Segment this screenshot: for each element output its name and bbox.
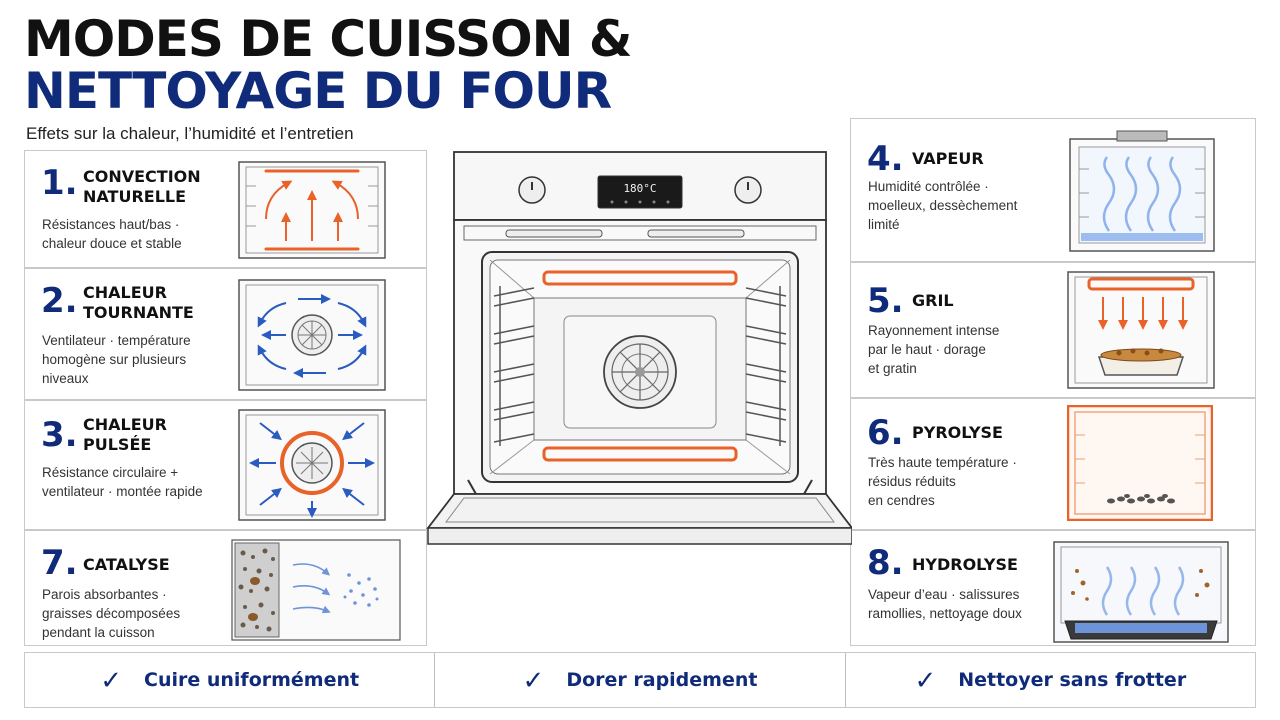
mode-name: GRIL: [912, 291, 954, 310]
oven-illustration: 180°C: [426, 151, 852, 545]
top-bottom-heat-icon: [238, 161, 386, 259]
check-icon: ✓: [100, 664, 123, 695]
mode-name: PYROLYSE: [912, 423, 1003, 442]
mode-name: CONVECTION NATURELLE: [83, 167, 201, 206]
grill-icon: [1067, 271, 1215, 389]
mode-name: HYDROLYSE: [912, 555, 1018, 574]
mode-card-hydrolyse: 8. HYDROLYSE Vapeur d’eau · salissures r…: [850, 530, 1256, 646]
mode-description: Ventilateur · température homogène sur p…: [42, 333, 191, 386]
pyrolysis-icon: [1067, 405, 1213, 521]
benefit-item: ✓ Nettoyer sans frotter: [844, 653, 1255, 707]
page-title-line1: MODES DE CUISSON &: [24, 10, 632, 68]
mode-card-pyrolyse: 6. PYROLYSE Très haute température · rés…: [850, 398, 1256, 530]
benefit-item: ✓ Dorer rapidement: [434, 653, 844, 707]
ring-fan-icon: [238, 409, 386, 521]
mode-name: CHALEUR PULSÉE: [83, 415, 167, 454]
mode-card-chaleur-pulsee: 3. CHALEUR PULSÉE Résistance circulaire …: [24, 400, 427, 530]
steam-icon: [1069, 130, 1215, 252]
mode-description: Résistance circulaire + ventilateur · mo…: [42, 465, 203, 499]
catalysis-icon: [231, 539, 401, 641]
mode-number: 4.: [867, 139, 904, 179]
mode-description: Parois absorbantes · graisses décomposée…: [42, 587, 181, 640]
left-knob-icon: [518, 176, 546, 204]
mode-card-chaleur-tournante: 2. CHALEUR TOURNANTE Ventilateur · tempé…: [24, 268, 427, 400]
mode-number: 8.: [867, 543, 904, 583]
fan-icon: [238, 279, 386, 391]
mode-description: Vapeur d’eau · salissures ramollies, net…: [868, 587, 1022, 621]
benefit-item: ✓ Cuire uniformément: [25, 653, 434, 707]
page-title-line2: NETTOYAGE DU FOUR: [24, 62, 612, 120]
oven-fan-icon: [603, 335, 677, 409]
right-knob-icon: [734, 176, 762, 204]
mode-description: Humidité contrôlée · moelleux, dessèchem…: [868, 179, 1018, 232]
mode-number: 7.: [41, 543, 78, 583]
mode-name: VAPEUR: [912, 149, 984, 168]
hydrolysis-icon: [1053, 541, 1229, 643]
oven-display-temperature: 180°C: [623, 182, 656, 195]
mode-number: 1.: [41, 163, 78, 203]
check-icon: ✓: [914, 664, 937, 695]
mode-name: CATALYSE: [83, 555, 170, 574]
mode-number: 6.: [867, 413, 904, 453]
mode-number: 2.: [41, 281, 78, 321]
mode-name: CHALEUR TOURNANTE: [83, 283, 194, 322]
mode-card-vapeur: 4. VAPEUR Humidité contrôlée · moelleux,…: [850, 118, 1256, 262]
benefits-bar: ✓ Cuire uniformément ✓ Dorer rapidement …: [24, 652, 1256, 708]
mode-card-catalyse: 7. CATALYSE Parois absorbantes · graisse…: [24, 530, 427, 646]
mode-description: Très haute température · résidus réduits…: [868, 455, 1017, 508]
benefit-label: Nettoyer sans frotter: [958, 669, 1187, 691]
mode-number: 5.: [867, 281, 904, 321]
page-subtitle: Effets sur la chaleur, l’humidité et l’e…: [26, 124, 354, 143]
benefit-label: Dorer rapidement: [566, 669, 758, 691]
mode-card-gril: 5. GRIL Rayonnement intense par le haut …: [850, 262, 1256, 398]
mode-description: Rayonnement intense par le haut · dorage…: [868, 323, 1000, 376]
mode-description: Résistances haut/bas · chaleur douce et …: [42, 217, 182, 251]
mode-number: 3.: [41, 415, 78, 455]
mode-card-convection-naturelle: 1. CONVECTION NATURELLE Résistances haut…: [24, 150, 427, 268]
check-icon: ✓: [522, 664, 545, 695]
benefit-label: Cuire uniformément: [144, 669, 360, 691]
